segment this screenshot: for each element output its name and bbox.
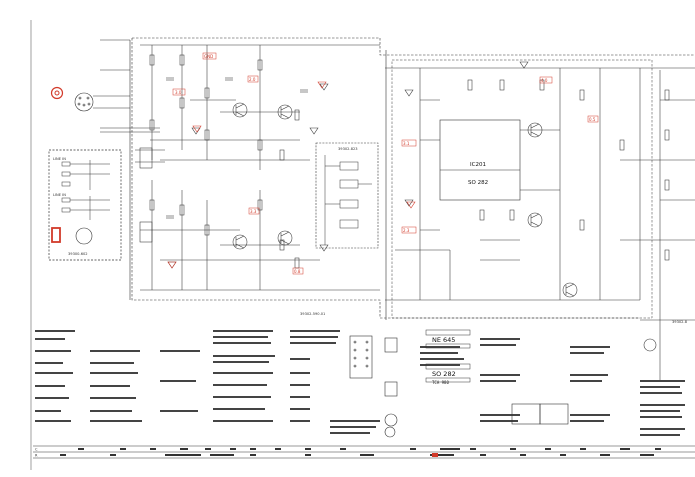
module-823-circuit xyxy=(324,155,372,245)
red-label-2: 3.0 xyxy=(175,90,182,95)
ic-so282-label: SO 282 xyxy=(432,370,456,378)
ic201-name: IC201 xyxy=(470,162,486,168)
socket-circle xyxy=(75,227,93,245)
input-part-number: 39300-602 xyxy=(68,252,88,256)
ic-module-circuit xyxy=(395,61,695,300)
module-590-frame xyxy=(131,37,695,319)
footer-row-c-label: C xyxy=(35,448,38,452)
module-right-label: 39302-8 xyxy=(672,320,688,324)
red-label-4: 3.3 xyxy=(250,209,257,214)
line-in-label-2: LINE IN xyxy=(53,193,66,197)
footer-row-r-label: R xyxy=(35,454,38,458)
legend-area xyxy=(35,330,685,436)
lower-channel-circuit xyxy=(139,180,329,290)
line-in-label-1: LINE IN xyxy=(53,157,66,161)
ic-tca-label: TCA 980 xyxy=(432,380,449,385)
input-box-circuit xyxy=(61,160,110,220)
footer-red-marker xyxy=(432,453,438,457)
legend-connectors xyxy=(349,335,569,438)
ic-module-frame xyxy=(391,59,653,319)
footer-reference-marks xyxy=(60,448,661,456)
red-socket-icon xyxy=(51,227,61,243)
module-823-label: 39302-823 xyxy=(338,147,358,151)
red-label-9: 2.3 xyxy=(403,228,410,233)
red-label-8: 0.5 xyxy=(589,117,596,122)
red-label-6: 3.1 xyxy=(403,141,410,146)
line-input-box xyxy=(48,149,122,261)
red-label-5: 0.8 xyxy=(294,269,301,274)
ic201-type: SO 282 xyxy=(468,180,488,186)
ic-pinout-ne645 xyxy=(425,329,471,349)
red-label-3: 2.0 xyxy=(249,77,256,82)
ic201-block xyxy=(439,119,521,201)
upper-channel-circuit xyxy=(135,45,329,170)
footer-strip xyxy=(33,445,695,459)
red-label-1: GND xyxy=(204,54,213,59)
ic-ne645-label: NE 645 xyxy=(432,336,455,344)
module-590-label: 39302-590.01 xyxy=(300,312,325,316)
right-edge-module xyxy=(640,70,695,380)
red-voltage-labels: GND 3.0 2.0 3.3 0.8 3.1 4.0 0.5 2.3 xyxy=(167,52,599,275)
red-label-7: 4.0 xyxy=(541,78,548,83)
ic-pinout-so282 xyxy=(425,363,471,383)
